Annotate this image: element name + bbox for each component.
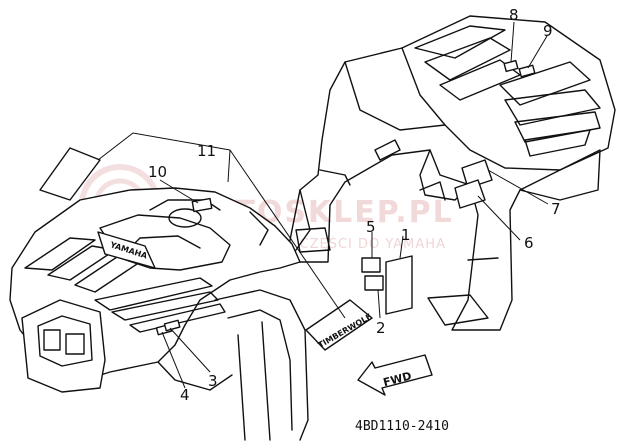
- callout-5: 5: [366, 218, 376, 236]
- callout-8: 8: [509, 6, 519, 24]
- callout-11: 11: [197, 142, 216, 160]
- decal-loose-left: [39, 147, 101, 201]
- part-number-label: 4BD1110-2410: [355, 419, 449, 434]
- callout-1: 1: [401, 226, 411, 244]
- callout-2: 2: [376, 319, 386, 337]
- decal-7: [461, 159, 493, 189]
- callout-labels: 11 10 8 9 7 6 5 1 2 3 4: [148, 6, 561, 404]
- decal-2: [364, 275, 384, 291]
- callout-10: 10: [148, 163, 167, 181]
- decal-3: [163, 319, 181, 332]
- callout-7: 7: [551, 200, 561, 218]
- decal-6: [454, 179, 486, 209]
- decal-10: [191, 197, 213, 213]
- front-fender: [9, 187, 309, 441]
- decal-5: [361, 257, 381, 273]
- rear-fender: [287, 15, 616, 331]
- leader-lines: [97, 21, 549, 389]
- callout-6: 6: [524, 234, 534, 252]
- fwd-arrow: FWD: [357, 354, 433, 396]
- callout-4: 4: [180, 386, 190, 404]
- side-decal-11: TIMBERWOLF: [305, 299, 373, 351]
- decal-9: [518, 64, 536, 78]
- callout-9: 9: [543, 22, 553, 40]
- decal-8: [503, 59, 519, 73]
- callout-3: 3: [208, 372, 218, 390]
- front-brand-decal: YAMAHA: [97, 231, 156, 269]
- decal-1: [385, 255, 413, 315]
